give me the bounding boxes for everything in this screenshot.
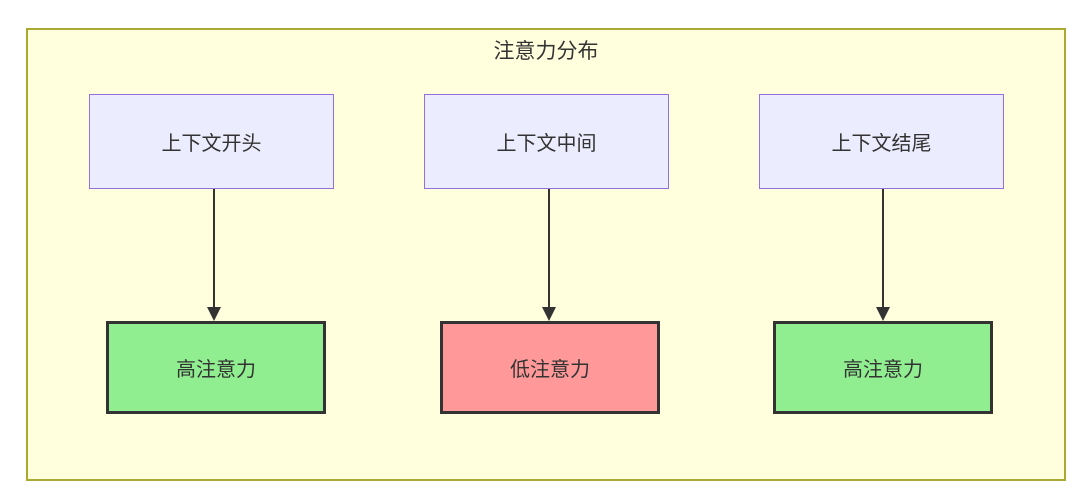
node-low-attention-middle-label: 低注意力 — [510, 357, 590, 381]
node-high-attention-start: 高注意力 — [106, 321, 326, 414]
node-high-attention-start-label: 高注意力 — [176, 357, 256, 381]
node-context-end: 上下文结尾 — [759, 94, 1004, 189]
node-context-end-label: 上下文结尾 — [831, 131, 932, 155]
attention-distribution-cluster: 注意力分布 上下文开头 上下文中间 上下文结尾 高注意力 低注意力 — [26, 28, 1066, 481]
arrow-down-icon — [876, 189, 890, 321]
node-context-middle: 上下文中间 — [424, 94, 669, 189]
arrow-down-icon — [542, 189, 556, 321]
node-high-attention-end: 高注意力 — [773, 321, 993, 414]
node-context-start-label: 上下文开头 — [161, 131, 262, 155]
node-high-attention-end-label: 高注意力 — [843, 357, 923, 381]
node-low-attention-middle: 低注意力 — [440, 321, 660, 414]
node-context-start: 上下文开头 — [89, 94, 334, 189]
arrow-down-icon — [207, 189, 221, 321]
cluster-title: 注意力分布 — [493, 39, 599, 63]
node-context-middle-label: 上下文中间 — [496, 131, 597, 155]
